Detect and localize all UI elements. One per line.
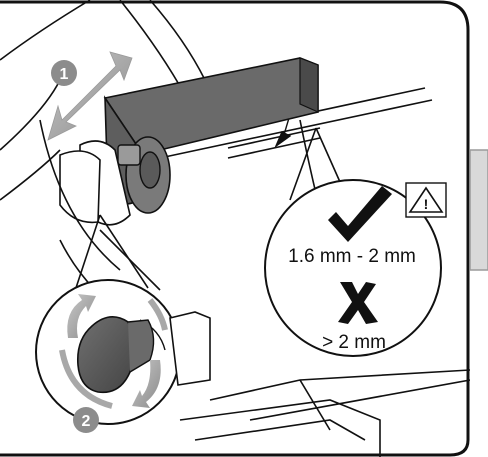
step1-badge-label: 1 bbox=[60, 66, 69, 83]
wing-nut bbox=[59, 140, 141, 226]
step1-push-pull-arrow bbox=[47, 51, 133, 141]
tray bbox=[179, 399, 381, 457]
checkmark-icon bbox=[328, 186, 392, 242]
side-tab bbox=[469, 149, 488, 271]
warning-symbol: ! bbox=[424, 196, 429, 212]
x-mark-icon bbox=[338, 282, 378, 324]
ok-range-label: 1.6 mm - 2 mm bbox=[288, 246, 416, 267]
zoom-gap-circle: ! 1.6 mm - 2 mm > 2 mm bbox=[264, 127, 447, 357]
step2-badge: 2 bbox=[73, 407, 99, 433]
step1-badge: 1 bbox=[51, 60, 77, 86]
step2-badge-label: 2 bbox=[82, 413, 91, 430]
warning-triangle-icon: ! bbox=[405, 182, 447, 218]
illustration-body: 1 2 bbox=[0, 0, 470, 457]
illustration-frame bbox=[0, 0, 470, 457]
bad-range-label: > 2 mm bbox=[322, 332, 386, 353]
device-outline bbox=[0, 0, 470, 431]
zoom-rotate-circle bbox=[35, 214, 211, 425]
